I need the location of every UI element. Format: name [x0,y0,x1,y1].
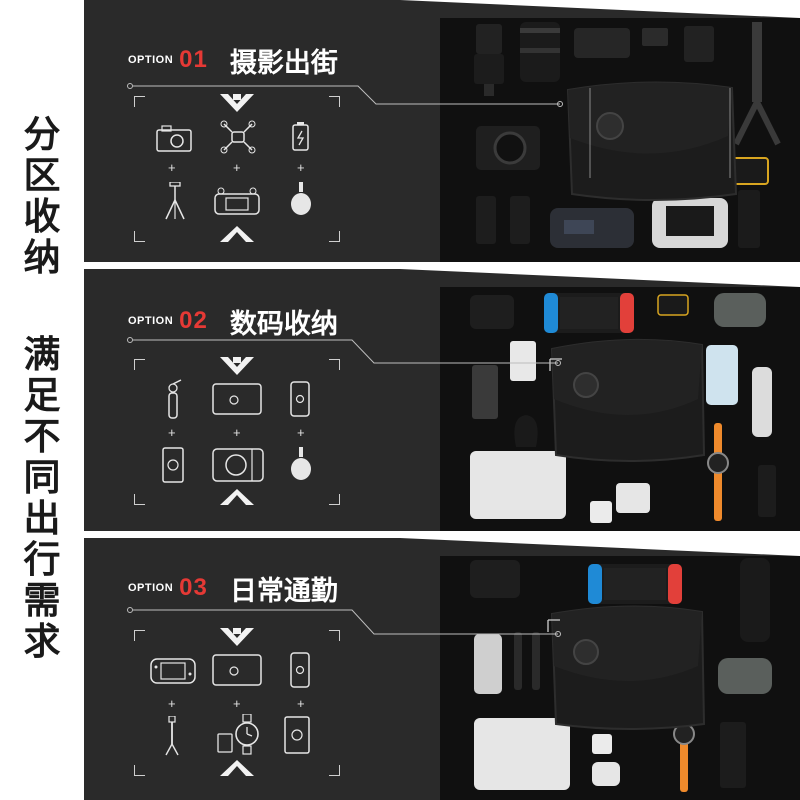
battery-icon [292,122,309,151]
option-label: OPTION [128,54,174,66]
drone-icon [220,120,256,154]
flatlay-commute-illustration [440,556,800,800]
plus-sign: + [168,696,176,711]
memory-card-and-watch-icon [217,714,259,755]
option-header: OPTION 01 摄影出街 [128,42,338,79]
option-title: 摄影出街 [229,47,338,79]
sling-bag [547,605,706,730]
panel-corner-cut [400,0,800,18]
gimbal-icon [168,379,182,419]
plus-sign: + [297,160,305,175]
option-title: 数码收纳 [229,308,338,340]
chevron-down-icon [220,628,254,646]
chevron-up-icon [220,489,254,505]
panel-corner-cut [400,538,800,556]
air-blower-icon [291,447,311,480]
icon-grid-frame: + + + [134,357,340,505]
option-header: OPTION 03 日常通勤 [128,570,338,607]
power-bank-icon [162,447,184,483]
option-header: OPTION 02 数码收纳 [128,303,338,340]
plus-sign: + [233,696,241,711]
option-label: OPTION [128,315,174,327]
power-bank-icon [284,716,310,754]
remote-controller-icon [214,187,260,215]
plus-sign: + [168,160,176,175]
tablet-icon [212,383,262,415]
projector-icon [212,448,264,482]
tripod-icon [165,182,185,220]
panel-corner-cut [400,269,800,287]
tablet-icon [212,654,262,686]
option-number: 03 [179,574,208,601]
side-heading-line-2: 满足不同出行需求 [23,333,61,663]
plus-sign: + [233,425,241,440]
camera-icon [156,125,192,152]
icon-grid-frame: + + + [134,94,340,242]
option-title: 日常通勤 [229,575,338,607]
chevron-up-icon [220,226,254,242]
game-console-icon [150,658,196,684]
sling-bag [549,338,706,462]
option-number: 02 [179,307,208,334]
plus-sign: + [233,160,241,175]
plus-sign: + [297,425,305,440]
icon-grid-frame: + + + [134,628,340,776]
chevron-up-icon [220,760,254,776]
option-label: OPTION [128,582,174,594]
flatlay-digital-illustration [440,287,800,531]
option-panel-2: OPTION 02 数码收纳 + + + [84,269,800,531]
plus-sign: + [297,696,305,711]
option-panel-3: OPTION 03 日常通勤 + + + [84,538,800,800]
side-heading-line-1: 分区收纳 [23,113,61,279]
sling-bag [566,81,738,201]
phone-icon [290,381,310,417]
product-photo-commute [440,556,800,800]
phone-icon [290,652,310,688]
product-photo-photography [440,18,800,262]
flatlay-photography-illustration [440,18,800,262]
selfie-stick-icon [165,716,179,756]
chevron-down-icon [220,357,254,375]
chevron-down-icon [220,94,254,112]
side-heading: 分区收纳 满足不同出行需求 [0,0,84,800]
plus-sign: + [168,425,176,440]
air-blower-icon [291,182,311,215]
option-panel-1: OPTION 01 摄影出街 + + + [84,0,800,262]
option-number: 01 [179,46,208,73]
product-photo-digital [440,287,800,531]
